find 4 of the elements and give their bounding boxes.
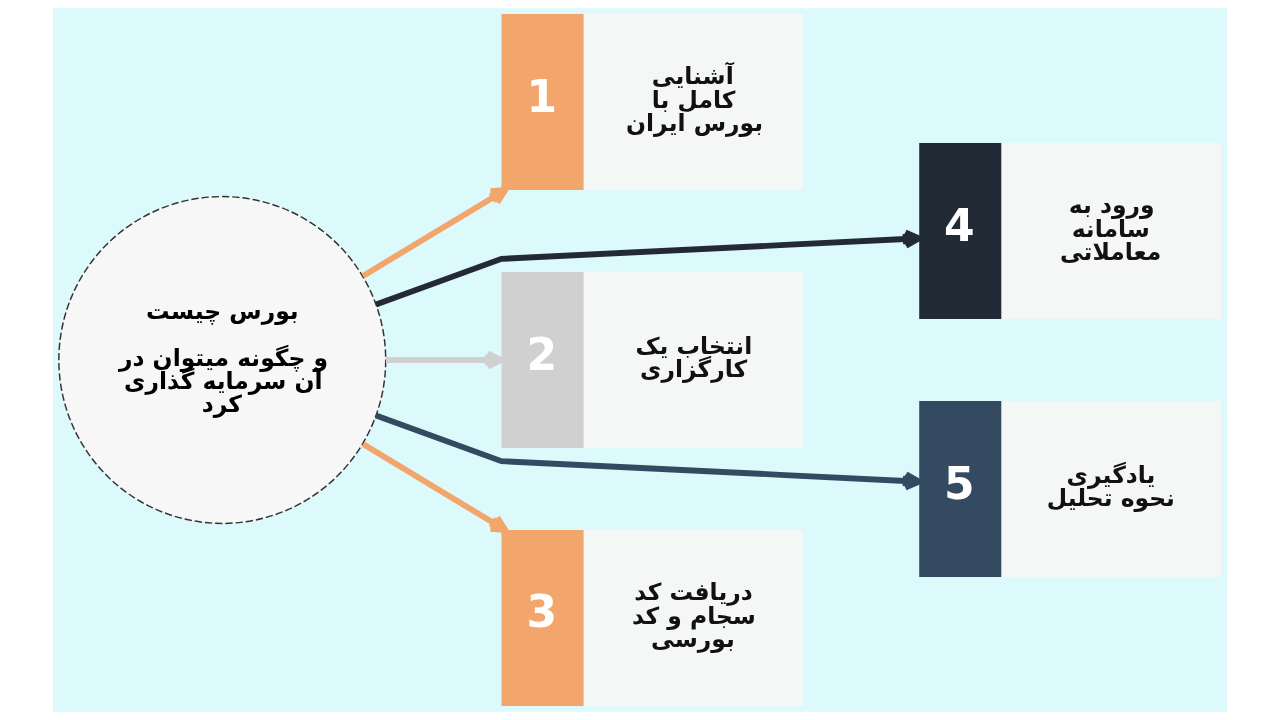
arrow <box>361 441 509 533</box>
arrow <box>361 187 509 279</box>
arrow <box>375 229 923 308</box>
arrow <box>375 412 923 491</box>
